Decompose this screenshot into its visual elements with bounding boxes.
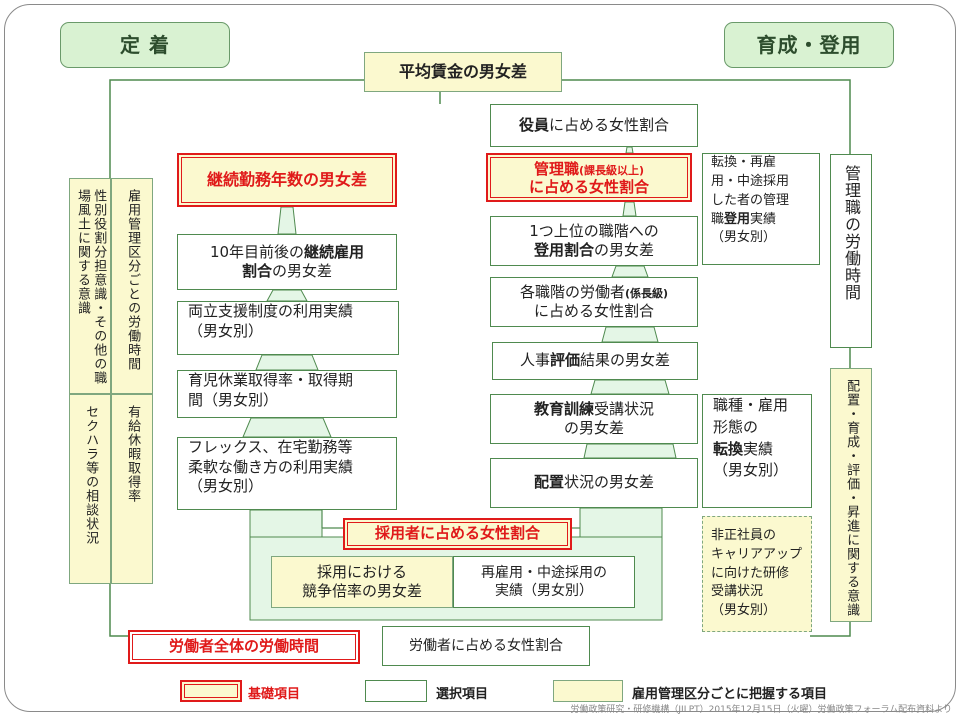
conversion-box: 職種・雇用 形態の 転換実績 （男女別） <box>702 394 812 508</box>
evaluation-gap-box: 人事評価結果の男女差 <box>492 342 698 380</box>
legend-basic-swatch <box>180 680 242 702</box>
level-women-box: 各職階の労働者(係長級) に占める女性割合 <box>490 277 698 327</box>
managers-women-box: 管理職(課長級以上) に占める女性割合 <box>486 153 692 202</box>
childcare-leave-box: 育児休業取得率・取得期間（男女別） <box>177 370 397 418</box>
women-ratio-box: 労働者に占める女性割合 <box>382 626 590 666</box>
legend-category-swatch <box>553 680 623 702</box>
continued-employment-box: 10年目前後の継続雇用 割合の男女差 <box>177 234 397 290</box>
hiring-women-box: 採用者に占める女性割合 <box>343 518 572 550</box>
career-attitude-box: 配置・育成・評価・昇進に関する意識 <box>830 368 872 622</box>
rehire-results-box: 再雇用・中途採用の実績（男女別） <box>453 556 635 608</box>
flexible-work-box: フレックス、在宅勤務等柔軟な働き方の利用実績（男女別） <box>177 437 397 510</box>
tenure-gap-box: 継続勤務年数の男女差 <box>177 153 397 207</box>
legend-basic-label: 基礎項目 <box>248 687 301 702</box>
nonregular-training-box: 非正社員の キャリアアップ に向けた研修 受講状況 （男女別） <box>702 516 812 632</box>
work-life-support-box: 両立支援制度の利用実績（男女別） <box>177 301 399 355</box>
header-development: 育成・登用 <box>724 22 894 68</box>
right-frame-line <box>562 79 851 637</box>
midcareer-promotion-box: 転換・再雇 用・中途採用 した者の管理 職登用実績 （男女別） <box>702 153 820 265</box>
legend-selected-label: 選択項目 <box>436 687 489 702</box>
worktime-by-category-box: 雇用管理区分ごとの労働時間 <box>111 178 153 394</box>
harassment-consult-box: セクハラ等の相談状況 <box>69 394 111 584</box>
legend-category-label: 雇用管理区分ごとに把握する項目 <box>632 687 828 702</box>
legend-selected-swatch <box>365 680 427 702</box>
manager-worktime-box: 管理職の労働時間 <box>830 154 872 348</box>
total-worktime-box: 労働者全体の労働時間 <box>128 630 360 664</box>
source-note: 労働政策研究・研修機構（JILPT）2015年12月15日（火曜）労働政策フォー… <box>570 705 952 715</box>
hiring-competition-box: 採用における競争倍率の男女差 <box>271 556 453 608</box>
officers-women-box: 役員に占める女性割合 <box>490 104 698 147</box>
wage-gap-box: 平均賃金の男女差 <box>364 52 562 92</box>
paid-leave-rate-box: 有給休暇取得率 <box>111 394 153 584</box>
placement-gap-box: 配置状況の男女差 <box>490 458 698 508</box>
promotion-rate-box: 1つ上位の職階への 登用割合の男女差 <box>490 216 698 266</box>
training-gap-box: 教育訓練受講状況 の男女差 <box>490 394 698 444</box>
header-retention: 定 着 <box>60 22 230 68</box>
workplace-attitude-box: 性別役割分担意識・その他の職場風土に関する意識 <box>69 178 111 394</box>
